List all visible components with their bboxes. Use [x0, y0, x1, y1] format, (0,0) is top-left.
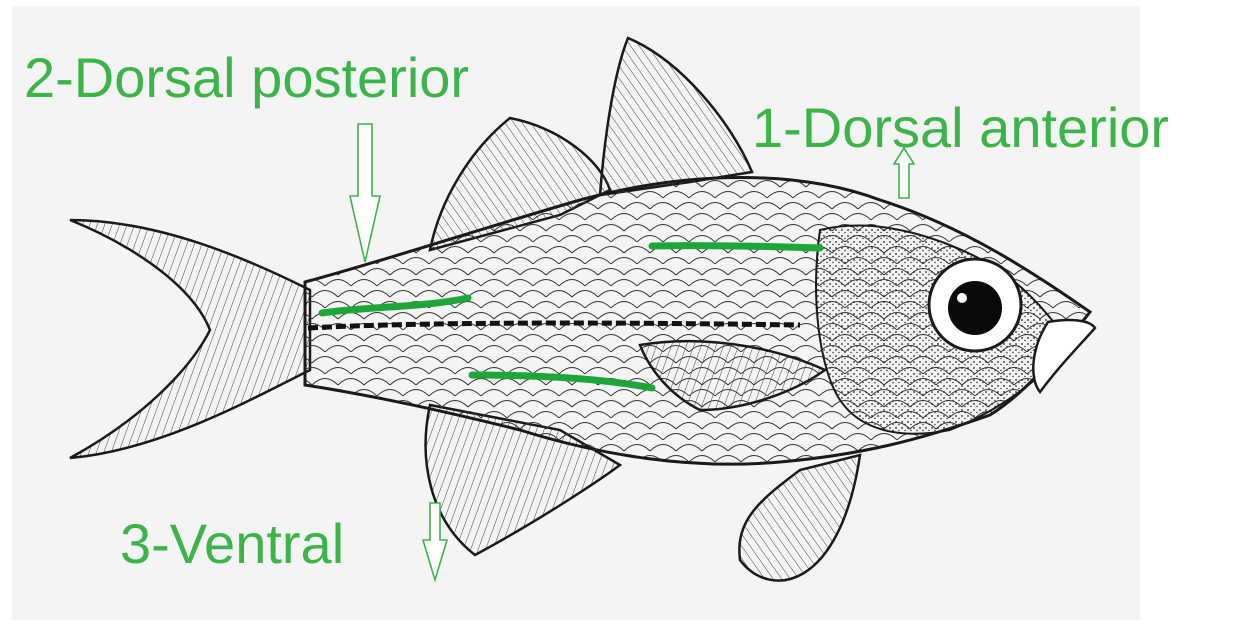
eye-pupil	[948, 281, 1002, 335]
caudal-fin	[70, 220, 310, 458]
pelvic-fin	[739, 455, 860, 581]
eye-highlight	[957, 293, 967, 303]
marker-dorsal-anterior	[652, 246, 820, 248]
label-ventral: 3-Ventral	[120, 516, 344, 572]
label-dorsal-posterior: 2-Dorsal posterior	[24, 50, 469, 106]
mouth	[1033, 320, 1095, 392]
label-dorsal-anterior: 1-Dorsal anterior	[752, 100, 1169, 156]
arrow-dorsal-posterior	[350, 124, 380, 262]
first-dorsal-fin	[600, 38, 752, 195]
